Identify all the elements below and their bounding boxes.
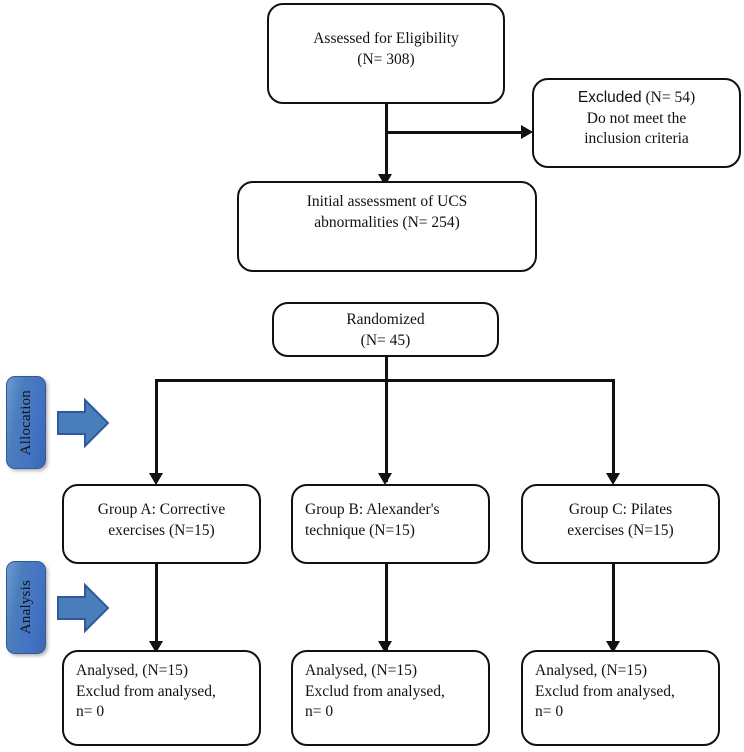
node-line: n= 0 (535, 703, 564, 721)
arrowhead-to-group-a (149, 473, 163, 485)
node-line: Exclud from analysed, (535, 682, 675, 700)
node-line: technique (N=15) (305, 521, 415, 539)
node-line: Randomized (346, 311, 425, 328)
node-line: exercises (N=15) (108, 521, 215, 539)
connector-group-b-to-analysed (385, 564, 388, 650)
node-assessed-for-eligibility: Assessed for Eligibility (N= 308) (267, 3, 505, 104)
node-line: Assessed for Eligibility (313, 30, 459, 47)
node-group-c: Group C: Pilates exercises (N=15) (521, 484, 720, 564)
arrowhead-to-excluded (521, 125, 533, 139)
node-line: Group C: Pilates (568, 501, 673, 518)
right-block-arrow-icon (57, 583, 109, 633)
node-line: n= 0 (76, 703, 105, 721)
node-line: n= 0 (305, 703, 334, 721)
phase-allocation-label: Allocation (17, 389, 34, 456)
node-line: Group B: Alexander's (305, 501, 440, 518)
phase-analysis-label: Analysis (17, 580, 34, 635)
node-group-a: Group A: Corrective exercises (N=15) (62, 484, 261, 564)
node-line: Analysed, (N=15) (535, 662, 648, 679)
node-analysed-b: Analysed, (N=15) Exclud from analysed, n… (291, 650, 490, 746)
connector-group-c-to-analysed (612, 564, 615, 650)
node-line: Initial assessment of UCS (306, 193, 468, 210)
arrowhead-to-group-b (378, 473, 392, 485)
node-analysed-c: Analysed, (N=15) Exclud from analysed, n… (521, 650, 720, 746)
node-line: (N= 308) (357, 50, 415, 68)
phase-allocation-tab: Allocation (6, 376, 46, 469)
connector-branch-right (612, 379, 615, 482)
node-line: Do not meet the (586, 109, 687, 127)
node-line: exercises (N=15) (567, 521, 674, 539)
excluded-count-value: (N= 54) (645, 89, 696, 106)
node-excluded: Excluded (N= 54) Do not meet the inclusi… (532, 78, 741, 168)
connector-branch-left (155, 379, 158, 482)
node-line: Analysed, (N=15) (305, 662, 418, 679)
node-line: Group A: Corrective (97, 501, 226, 518)
node-analysed-a: Analysed, (N=15) Exclud from analysed, n… (62, 650, 261, 746)
phase-analysis-tab: Analysis (6, 561, 46, 654)
right-block-arrow-icon (57, 398, 109, 448)
node-group-b: Group B: Alexander's technique (N=15) (291, 484, 490, 564)
connector-allocation-bar (155, 379, 615, 382)
node-line: inclusion criteria (584, 130, 689, 148)
node-randomized: Randomized (N= 45) (272, 302, 499, 357)
connector-assessed-trunk (385, 103, 388, 181)
node-line-excluded-count: Excluded (N= 54) (544, 88, 729, 109)
arrowhead-to-group-c (606, 473, 620, 485)
node-line: Exclud from analysed, (76, 682, 216, 700)
connector-group-a-to-analysed (155, 564, 158, 650)
connector-to-excluded (385, 131, 525, 134)
node-line: Exclud from analysed, (305, 682, 445, 700)
connector-randomized-trunk (385, 357, 388, 482)
node-line: abnormalities (N= 254) (314, 213, 460, 231)
node-initial-assessment: Initial assessment of UCS abnormalities … (237, 181, 537, 272)
excluded-label: Excluded (577, 89, 642, 106)
node-line: Analysed, (N=15) (76, 662, 189, 679)
node-line: (N= 45) (360, 331, 411, 349)
